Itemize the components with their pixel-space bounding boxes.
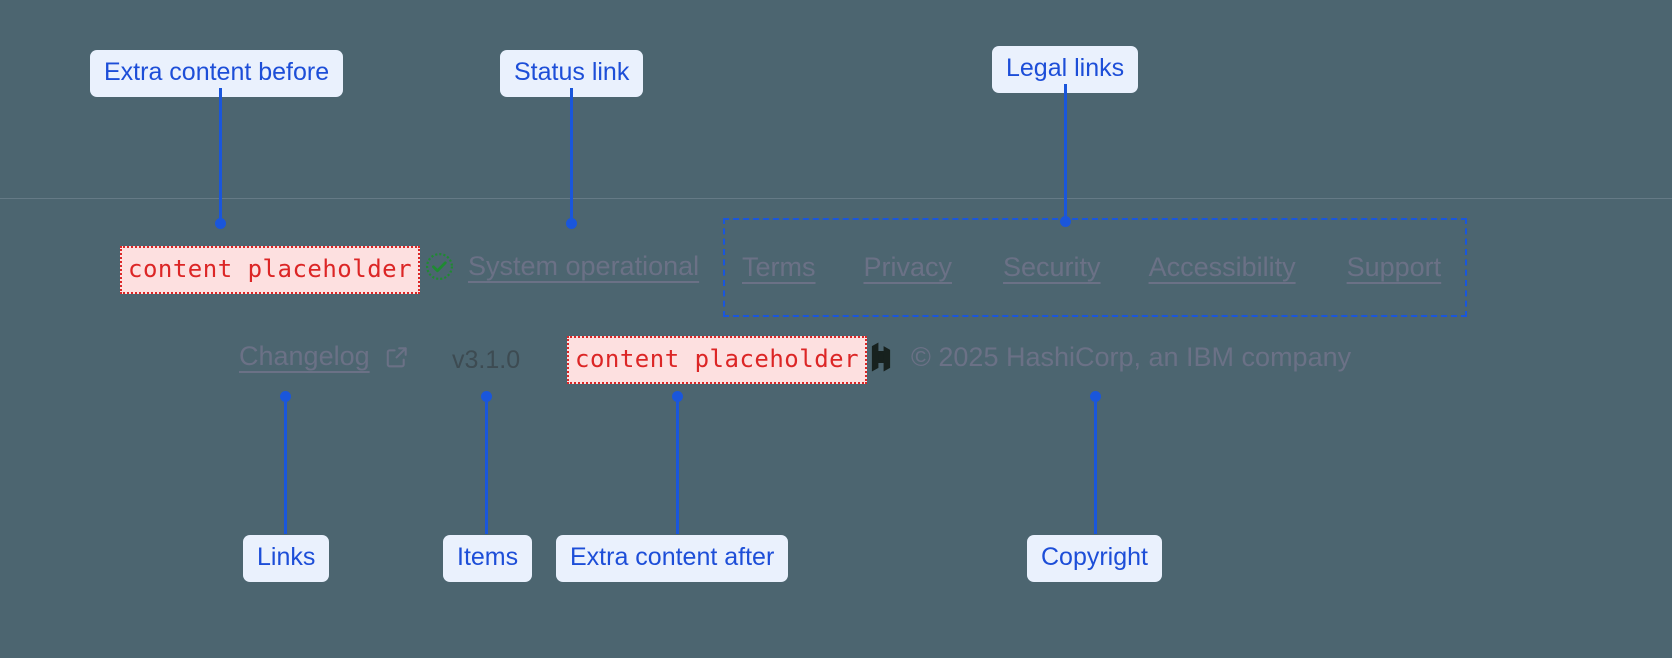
annotation-dot-legal-links (1060, 216, 1071, 227)
annotation-connector-items (485, 397, 488, 534)
legal-link-security[interactable]: Security (1003, 252, 1101, 282)
annotation-connector-copyright (1094, 397, 1097, 534)
legal-link-privacy[interactable]: Privacy (863, 252, 953, 282)
annotation-legal-links: Legal links (992, 46, 1139, 93)
annotation-connector-extra-content-before (219, 88, 222, 222)
annotation-connector-extra-content-after (676, 397, 679, 534)
extra-content-before-placeholder: content placeholder (120, 246, 421, 294)
annotation-dot-status-link (566, 218, 577, 229)
footer-top-divider (0, 198, 1672, 199)
legal-link-terms[interactable]: Terms (742, 252, 816, 282)
annotation-connector-links (284, 397, 287, 534)
annotation-dot-copyright (1090, 391, 1101, 402)
annotation-copyright: Copyright (1027, 535, 1162, 582)
copyright-text: © 2025 HashiCorp, an IBM company (911, 341, 1352, 372)
changelog-link[interactable]: Changelog (239, 341, 410, 372)
annotation-links: Links (243, 535, 330, 582)
annotation-status-link: Status link (500, 50, 644, 97)
legal-link-accessibility[interactable]: Accessibility (1148, 252, 1296, 282)
external-link-icon (384, 344, 410, 370)
version-label: v3.1.0 (452, 346, 521, 374)
legal-links-group: Terms Privacy Security Accessibility Sup… (723, 218, 1467, 317)
legal-link-support[interactable]: Support (1346, 252, 1442, 282)
annotation-connector-status-link (570, 88, 573, 222)
extra-content-after-placeholder: content placeholder (567, 336, 868, 384)
annotation-items: Items (443, 535, 533, 582)
annotation-dot-extra-content-after (672, 391, 683, 402)
annotation-extra-content-before: Extra content before (90, 50, 344, 97)
annotation-extra-content-after: Extra content after (556, 535, 789, 582)
annotation-connector-legal-links (1064, 84, 1067, 219)
footer: content placeholder System operational T… (0, 198, 1672, 458)
annotation-dot-extra-content-before (215, 218, 226, 229)
brand-copyright: © 2025 HashiCorp, an IBM company (866, 341, 1351, 373)
system-status-label[interactable]: System operational (468, 251, 700, 281)
changelog-label[interactable]: Changelog (239, 341, 370, 371)
system-status[interactable]: System operational (424, 251, 699, 282)
annotation-dot-items (481, 391, 492, 402)
hashicorp-logo-icon (866, 341, 896, 373)
check-circle-icon (424, 251, 455, 282)
annotation-dot-links (280, 391, 291, 402)
